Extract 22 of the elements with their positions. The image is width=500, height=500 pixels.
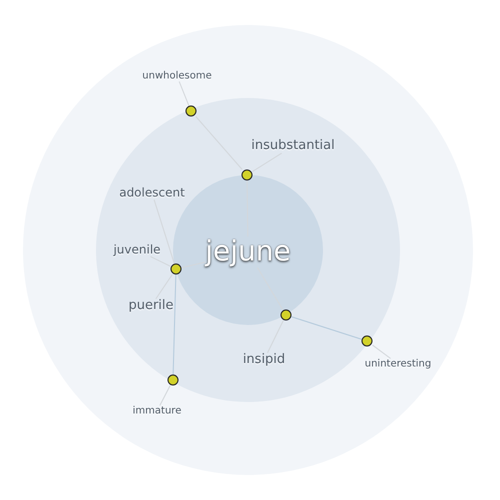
connector-line	[252, 152, 282, 172]
connector-line	[178, 81, 190, 106]
connector-line	[159, 385, 171, 406]
center-word: jejune	[205, 236, 291, 268]
word-label: immature	[132, 406, 182, 416]
word-label: insubstantial	[251, 138, 335, 154]
connector-line	[181, 262, 206, 268]
connector-line	[172, 274, 176, 375]
connector-line	[195, 116, 243, 170]
word-label: uninteresting	[364, 358, 432, 370]
connector-line	[267, 320, 284, 354]
word-label: adolescent	[119, 186, 185, 200]
connector-line	[150, 256, 171, 267]
word-label: unwholesome	[142, 70, 212, 82]
connector-line	[291, 316, 362, 340]
connector-line	[372, 344, 392, 359]
word-label: juvenile	[113, 243, 161, 257]
connector-line	[155, 274, 173, 300]
word-label: puerile	[128, 298, 174, 314]
connector-line	[154, 199, 175, 264]
connector-line	[256, 266, 284, 310]
word-label: insipid	[242, 352, 286, 368]
